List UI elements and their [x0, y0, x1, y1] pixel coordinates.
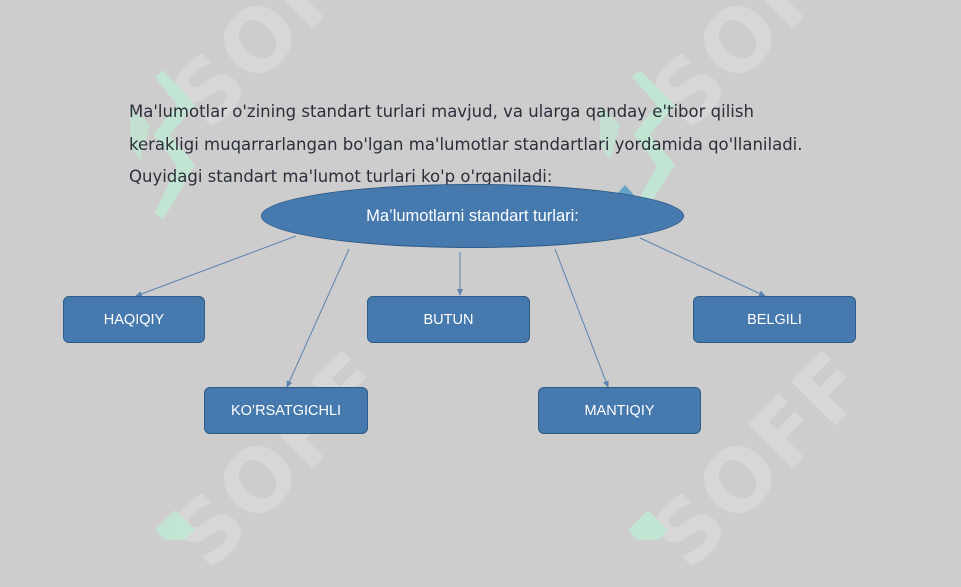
node-label: HAQIQIY [103, 311, 165, 328]
node-mantiqiy: MANTIQIY [538, 387, 701, 434]
connector-korsatgichli [286, 248, 350, 388]
diagram-connectors [135, 235, 766, 388]
node-label: BUTUN [423, 311, 474, 328]
paragraph-line: Quyidagi standart ma'lumot turlari ko'p … [129, 167, 553, 186]
connector-belgili [639, 237, 766, 297]
node-korsatgichli: KO’RSATGICHLI [204, 387, 368, 434]
node-belgili: BELGILI [693, 296, 856, 343]
paragraph-line: kerakligi muqarrarlangan bo'lgan ma'lumo… [129, 134, 803, 154]
node-label: KO’RSATGICHLI [230, 402, 342, 419]
paragraph-line: Ma'lumotlar o'zining standart turlari ma… [129, 102, 754, 121]
connector-haqiqiy [135, 235, 297, 297]
root-node-label: Ma’lumotlarni standart turlari: [366, 206, 579, 225]
node-label: BELGILI [747, 311, 802, 328]
node-label: MANTIQIY [584, 402, 655, 419]
node-butun: BUTUN [367, 296, 530, 343]
intro-paragraph: Ma'lumotlar o'zining standart turlari ma… [129, 96, 889, 194]
root-node-ellipse: Ma’lumotlarni standart turlari: [261, 184, 684, 248]
node-haqiqiy: HAQIQIY [63, 296, 205, 343]
connector-mantiqiy [554, 248, 609, 388]
